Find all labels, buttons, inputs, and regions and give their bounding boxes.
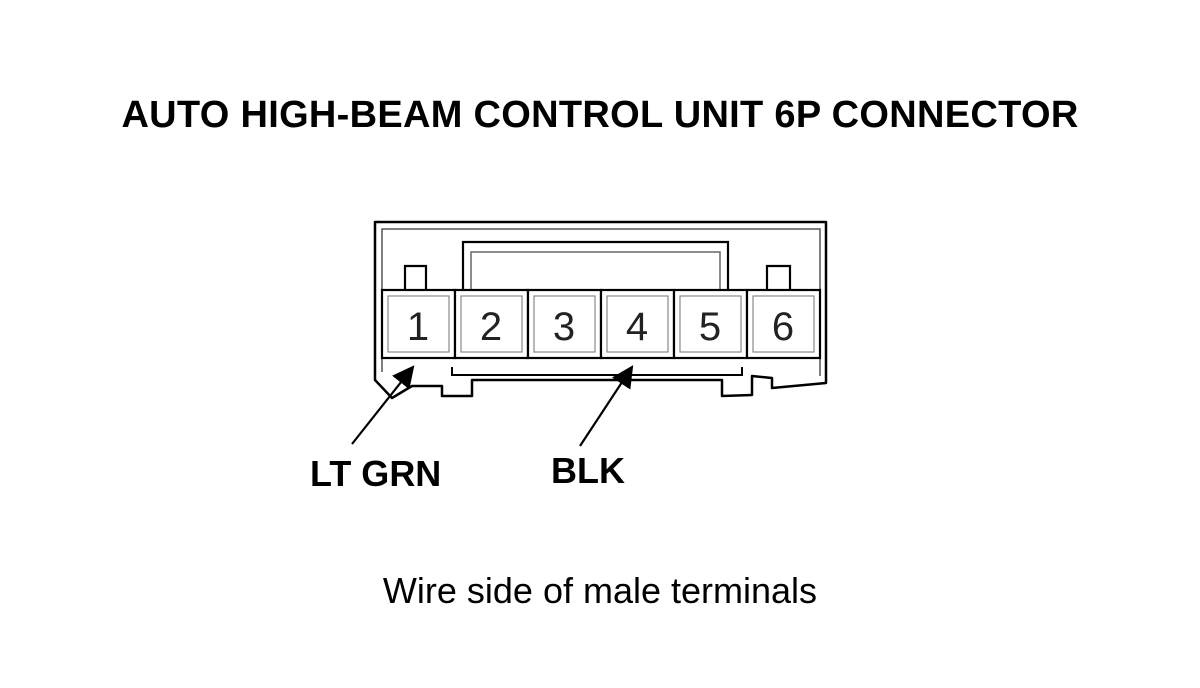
bottom-rail: [451, 367, 743, 376]
pin-number-6: 6: [772, 305, 794, 349]
connector-housing: [373, 220, 828, 400]
callout-arrow-pin-4: [579, 365, 634, 447]
pin-cavities: [380, 288, 822, 360]
guide-post-left: [403, 264, 428, 290]
view-caption: Wire side of male terminals: [382, 570, 818, 611]
diagram-title: AUTO HIGH-BEAM CONTROL UNIT 6P CONNECTOR: [121, 94, 1079, 136]
pin-number-5: 5: [699, 305, 721, 349]
pin-number-3: 3: [553, 305, 575, 349]
callout-arrow-pin-1: [351, 365, 415, 445]
pin-number-2: 2: [480, 305, 502, 349]
lock-tab: [461, 240, 730, 290]
pin-cavity: [599, 288, 676, 360]
pin-cavity: [672, 288, 749, 360]
pin-cavity: [745, 288, 822, 360]
lock-tab-inner: [470, 251, 721, 290]
pin-numbers: 1 2 3 4 5 6: [407, 305, 794, 349]
pin-cavity: [526, 288, 603, 360]
pin-cavity: [453, 288, 530, 360]
pin-number-1: 1: [407, 305, 429, 349]
guide-post-right: [765, 264, 792, 290]
wire-color-label-pin-4: BLK: [551, 450, 625, 491]
pin-number-4: 4: [626, 305, 648, 349]
wire-color-label-pin-1: LT GRN: [310, 453, 442, 494]
